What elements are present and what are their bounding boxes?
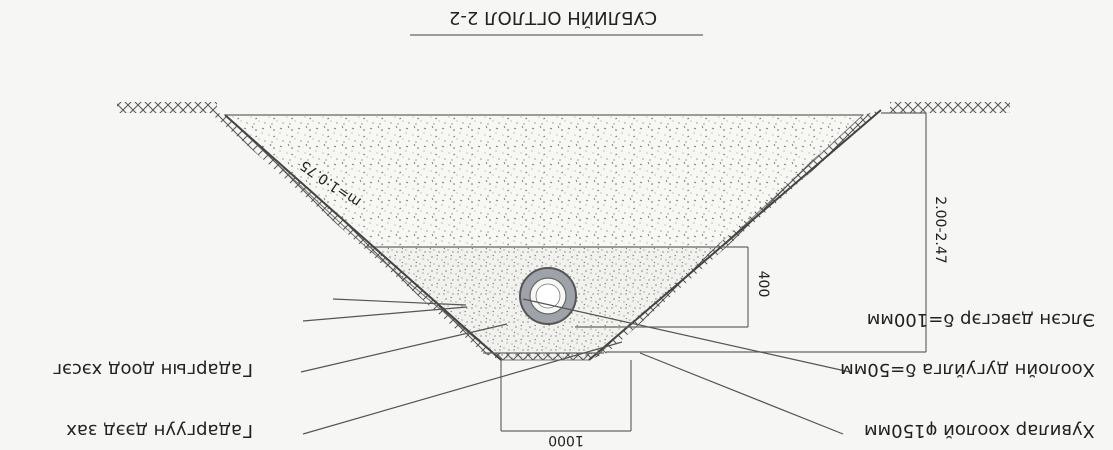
ground-hatch	[117, 102, 1010, 113]
dimension-height-small: 400	[755, 271, 771, 298]
dimension-height-main: 2.00-2.47	[932, 196, 948, 263]
dimension-top: 1000	[548, 432, 584, 448]
label-right-1: Хувилар хоолой φ150мм	[864, 420, 1095, 441]
label-right-2: Хоолойн дугуйлга δ=50мм	[840, 359, 1095, 380]
top-dimension	[500, 360, 632, 432]
label-right-3: Элсэн дэвсгэр δ=100мм	[867, 309, 1095, 330]
left-slope-outline	[588, 109, 882, 361]
right-slope-hatch	[207, 110, 501, 360]
top-cap-hatch	[483, 353, 604, 360]
label-left-1: Гадаргуун дээд зах	[66, 420, 253, 441]
pipe	[519, 267, 577, 325]
right-slope-outline	[224, 114, 502, 361]
diagram-content: СУБЛИЙН ОГТЛОЛ 2-2 Гадаргуун дээд зах Га…	[53, 7, 1095, 448]
label-left-2: Гадаргын доод хэсэг	[53, 359, 253, 380]
leader-lines	[300, 298, 851, 435]
left-vertical-dimensions	[575, 112, 927, 353]
diagram-title: СУБЛИЙН ОГТЛОЛ 2-2	[449, 7, 657, 29]
